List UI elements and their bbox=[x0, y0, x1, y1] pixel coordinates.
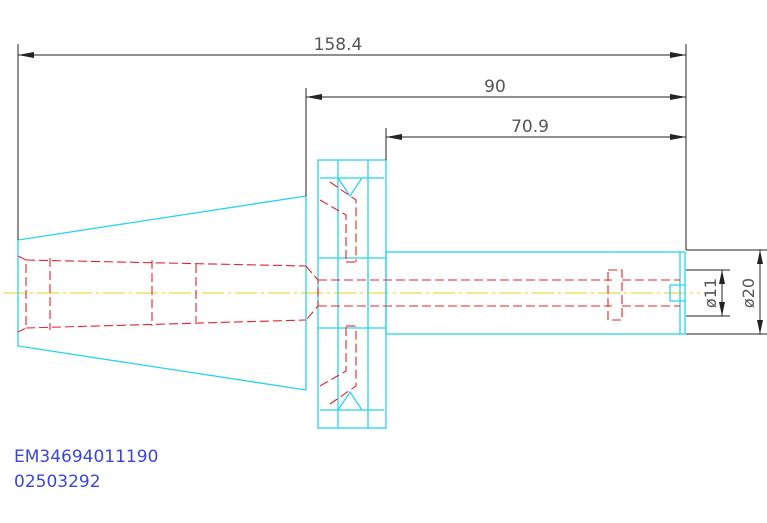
dim-label-90: 90 bbox=[484, 77, 506, 97]
part-code-line2: 02503292 bbox=[14, 472, 101, 492]
dim-label-70-9: 70.9 bbox=[511, 117, 549, 137]
dimensions: 158.4 90 70.9 ø11 ø20 bbox=[17, 35, 767, 335]
dim-label-dia-20: ø20 bbox=[739, 278, 758, 308]
flange-outline bbox=[317, 159, 387, 429]
part-code-line1: EM34694011190 bbox=[14, 447, 158, 467]
taper-outline bbox=[17, 195, 307, 391]
dimension-inner-diameter: ø11 bbox=[701, 270, 725, 316]
dim-label-158: 158.4 bbox=[314, 35, 363, 55]
dimension-overall-length: 158.4 bbox=[18, 35, 686, 58]
shank-outline bbox=[385, 251, 686, 335]
dim-label-dia-11: ø11 bbox=[701, 278, 720, 308]
part-outline bbox=[17, 159, 686, 429]
hidden-lines bbox=[17, 181, 680, 405]
dimension-outer-diameter: ø20 bbox=[739, 250, 763, 334]
dimension-shank-length: 70.9 bbox=[386, 117, 686, 140]
dimension-flange-to-end: 90 bbox=[306, 77, 686, 100]
